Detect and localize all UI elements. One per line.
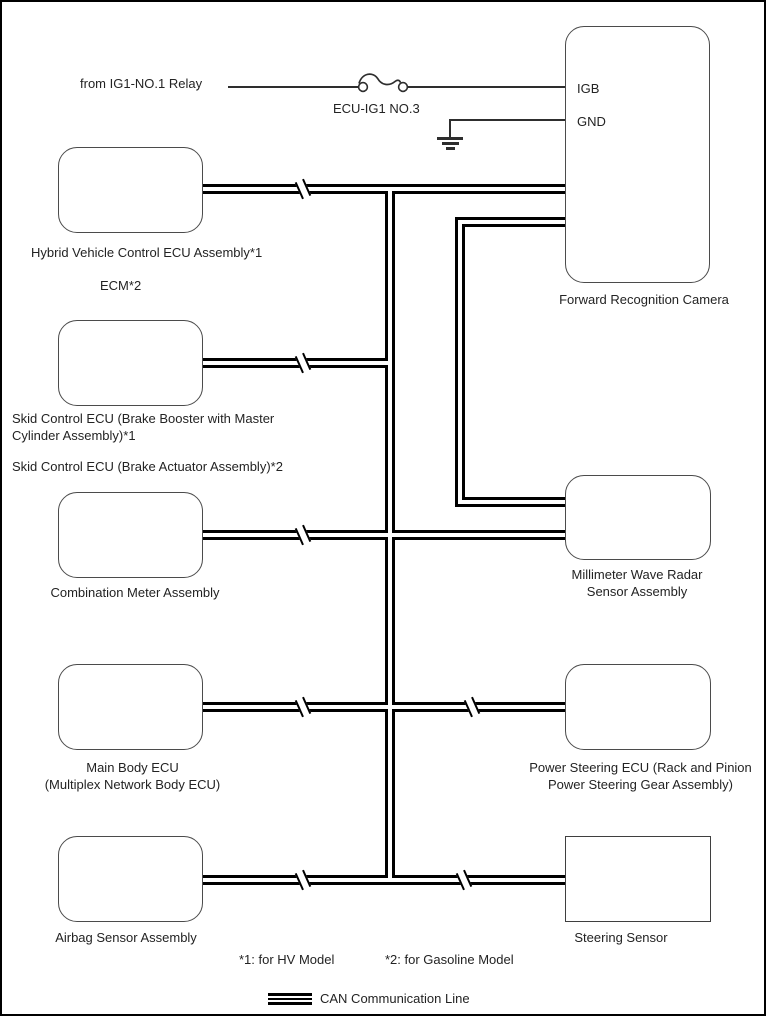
fuse-label: ECU-IG1 NO.3 — [333, 101, 420, 116]
steering-sensor-box — [565, 836, 711, 922]
airbag-sensor-box — [58, 836, 203, 922]
camera-label: Forward Recognition Camera — [559, 292, 729, 307]
airbag-label: Airbag Sensor Assembly — [55, 930, 197, 945]
combination-meter-box — [58, 492, 203, 578]
gnd-pin-label: GND — [577, 114, 606, 129]
skid-actuator-label: Skid Control ECU (Brake Actuator Assembl… — [12, 459, 283, 474]
gnd-wire-vertical — [449, 119, 451, 138]
forward-recognition-camera-box — [565, 26, 710, 283]
main-body-ecu-label: Main Body ECU (Multiplex Network Body EC… — [44, 760, 221, 792]
fuse-symbol — [357, 73, 409, 93]
hybrid-vehicle-control-ecu-box — [58, 147, 203, 233]
footnote-gasoline-model: *2: for Gasoline Model — [385, 952, 514, 967]
radar-label: Millimeter Wave Radar Sensor Assembly — [571, 567, 703, 599]
footnote-hv-model: *1: for HV Model — [239, 952, 335, 967]
relay-wire-left — [228, 86, 358, 88]
relay-source-label: from IG1-NO.1 Relay — [80, 76, 203, 91]
power-steering-ecu-box — [565, 664, 711, 750]
combination-meter-label: Combination Meter Assembly — [50, 585, 220, 600]
power-steering-label: Power Steering ECU (Rack and Pinion Powe… — [529, 760, 752, 792]
millimeter-wave-radar-box — [565, 475, 711, 560]
igb-pin-label: IGB — [577, 81, 600, 96]
main-body-ecu-box — [58, 664, 203, 750]
skid-booster-label: Skid Control ECU (Brake Booster with Mas… — [12, 411, 275, 443]
relay-wire-right — [408, 86, 565, 88]
steering-sensor-label: Steering Sensor — [574, 930, 668, 945]
hybrid-ecu-label: Hybrid Vehicle Control ECU Assembly*1 — [31, 245, 263, 260]
ecm-label: ECM*2 — [100, 278, 142, 293]
gnd-wire-horizontal — [450, 119, 565, 121]
skid-control-ecu-box — [58, 320, 203, 406]
legend-can-label: CAN Communication Line — [320, 991, 470, 1006]
